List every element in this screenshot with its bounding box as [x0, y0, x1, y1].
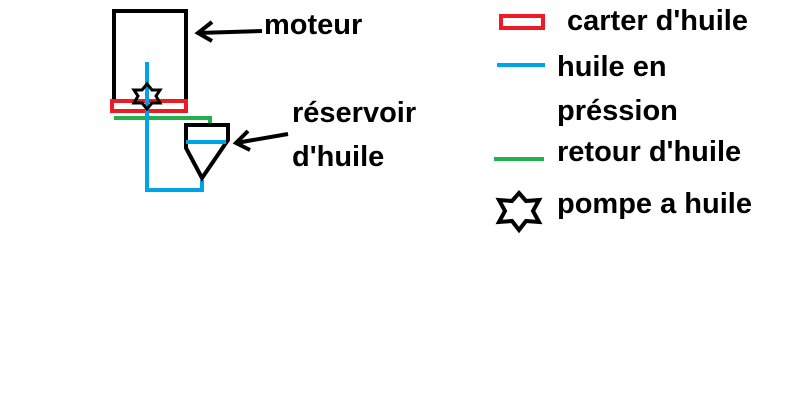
legend-pressure-label-line1: huile en	[557, 51, 667, 83]
oil-reservoir	[184, 123, 230, 182]
oil-pump-icon	[131, 81, 163, 112]
legend-pressure-label-line2: préssion	[557, 95, 678, 127]
pressure-oil-line	[145, 62, 204, 192]
reservoir-label-line1: réservoir	[292, 97, 417, 129]
legend-carter-swatch	[499, 14, 545, 30]
legend-pump-label: pompe a huile	[557, 188, 752, 220]
legend-carter-label: carter d'huile	[567, 5, 748, 37]
engine-label: moteur	[264, 9, 363, 41]
legend-pump-icon	[495, 189, 543, 234]
reservoir-arrow-icon	[232, 129, 289, 152]
legend-return-label: retour d'huile	[557, 136, 742, 168]
engine-arrow-icon	[194, 20, 263, 43]
reservoir-label-line2: d'huile	[292, 141, 385, 173]
